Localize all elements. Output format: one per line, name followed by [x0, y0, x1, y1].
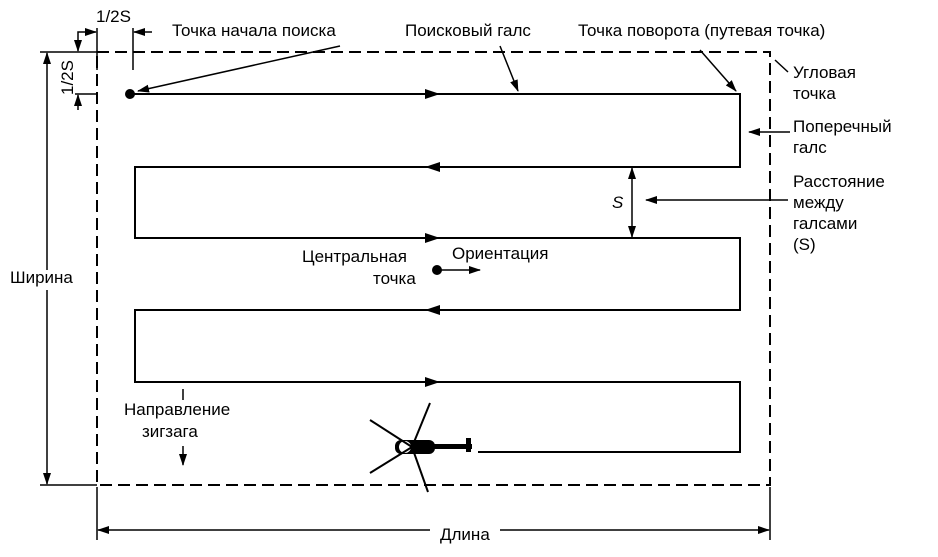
search-leg-label: Поисковый галс [405, 21, 531, 40]
half-s-top-dimension [77, 28, 152, 70]
search-leg-pointer [499, 45, 519, 92]
cross-leg-label-1: Поперечный [793, 117, 892, 136]
orientation-label: Ориентация [452, 244, 549, 263]
search-area-boundary [96, 51, 771, 486]
cross-leg-label-2: галс [793, 138, 827, 157]
spacing-label-3: галсами [793, 214, 857, 233]
start-point-dot [125, 89, 135, 99]
corner-point-label-1: Угловая [793, 63, 856, 82]
width-label: Ширина [10, 268, 73, 287]
zigzag-label-2: зигзага [142, 422, 198, 441]
start-point-pointer [137, 45, 341, 93]
half-s-top-label: 1/2S [96, 7, 131, 26]
spacing-label-2: между [793, 193, 844, 212]
turn-point-label: Точка поворота (путевая точка) [578, 21, 825, 40]
center-point-label-1: Центральная [302, 247, 407, 266]
turn-point-pointer [699, 49, 737, 92]
length-label: Длина [440, 525, 490, 544]
spacing-label-1: Расстояние [793, 172, 885, 191]
helicopter-icon [369, 402, 472, 493]
search-track [130, 93, 741, 453]
spacing-label-4: (S) [793, 235, 816, 254]
start-point-label: Точка начала поиска [172, 21, 336, 40]
track-direction-arrows [425, 89, 440, 387]
half-s-left-label: 1/2S [58, 60, 77, 95]
center-point-label-2: точка [373, 269, 416, 288]
corner-point-label-2: точка [793, 84, 836, 103]
spacing-s-label: S [612, 193, 624, 212]
corner-point-pointer [774, 59, 789, 73]
zigzag-label-1: Направление [124, 400, 230, 419]
